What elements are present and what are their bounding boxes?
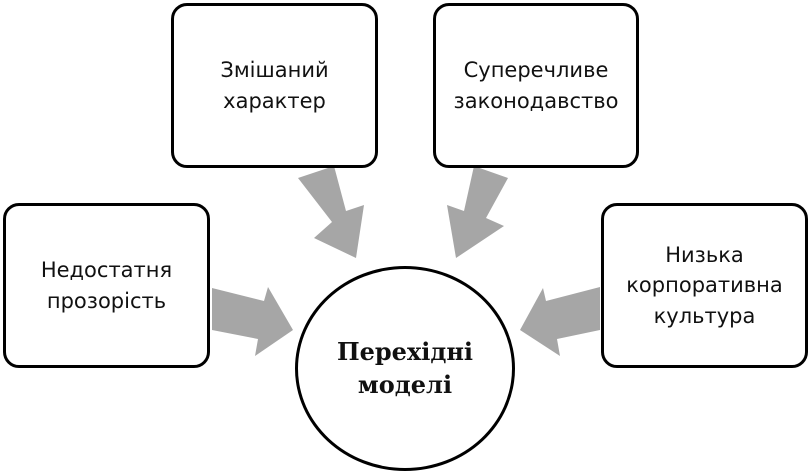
center-label-line: Перехідні — [336, 337, 474, 367]
node-label-line: корпоративна — [626, 273, 783, 298]
arrow-mixed-to-center — [298, 166, 364, 258]
node-contradictory-legislation: Суперечливе законодавство — [433, 3, 639, 168]
center-node-transitional-models: Перехідні моделі — [295, 266, 515, 471]
node-label-line: Низька — [665, 242, 744, 267]
node-label-line: Змішаний — [220, 58, 329, 83]
node-label-line: Суперечливе — [463, 58, 609, 83]
node-mixed-character: Змішаний характер — [171, 3, 378, 168]
arrow-culture-to-center — [520, 287, 600, 356]
node-label-line: прозорість — [46, 288, 167, 313]
node-label-line: законодавство — [453, 88, 619, 113]
node-label-line: Недостатня — [40, 258, 173, 283]
arrow-transparency-to-center — [212, 287, 293, 356]
node-label-line: культура — [653, 303, 756, 328]
center-label-line: моделі — [357, 369, 453, 399]
node-insufficient-transparency: Недостатня прозорість — [3, 203, 210, 368]
node-label-line: характер — [223, 88, 326, 113]
arrow-law-to-center — [447, 166, 508, 258]
node-low-corporate-culture: Низька корпоративна культура — [601, 203, 808, 368]
